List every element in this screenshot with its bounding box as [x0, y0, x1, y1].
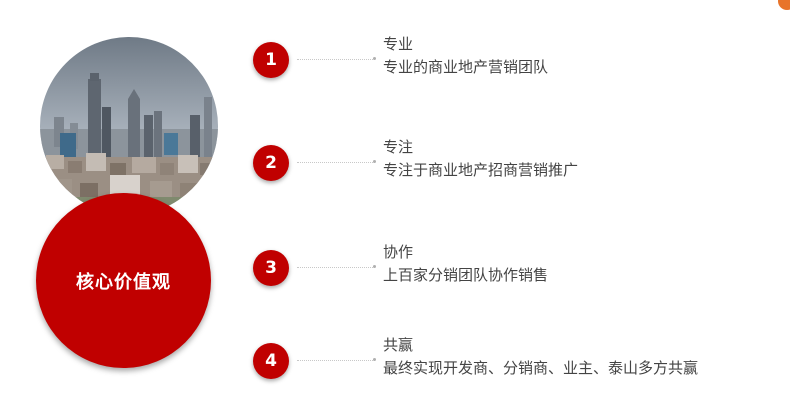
leader-dot: [373, 160, 376, 163]
corner-decoration: [778, 0, 790, 10]
value-item-2: 2 专注 专注于商业地产招商营销推广: [253, 138, 773, 189]
leader-line: [297, 162, 375, 163]
value-description: 专注于商业地产招商营销推广: [383, 161, 579, 179]
value-title: 专注: [383, 138, 414, 156]
number-badge-2: 2: [253, 145, 289, 181]
leader-line: [297, 59, 375, 60]
core-values-label: 核心价值观: [76, 271, 171, 293]
value-description: 专业的商业地产营销团队: [383, 58, 549, 76]
leader-dot: [373, 358, 376, 361]
value-title: 专业: [383, 35, 414, 53]
value-description: 上百家分销团队协作销售: [383, 266, 549, 284]
value-item-1: 1 专业 专业的商业地产营销团队: [253, 35, 773, 86]
city-skyline-photo: [40, 37, 218, 215]
core-values-circle: 核心价值观: [36, 193, 211, 368]
leader-dot: [373, 57, 376, 60]
number-badge-1: 1: [253, 42, 289, 78]
leader-line: [297, 267, 375, 268]
value-item-4: 4 共赢 最终实现开发商、分销商、业主、泰山多方共赢: [253, 336, 773, 387]
value-title: 共赢: [383, 336, 414, 354]
number-badge-4: 4: [253, 343, 289, 379]
value-item-3: 3 协作 上百家分销团队协作销售: [253, 243, 773, 294]
number-badge-3: 3: [253, 250, 289, 286]
leader-line: [297, 360, 375, 361]
value-title: 协作: [383, 243, 414, 261]
value-description: 最终实现开发商、分销商、业主、泰山多方共赢: [383, 359, 699, 377]
leader-dot: [373, 265, 376, 268]
